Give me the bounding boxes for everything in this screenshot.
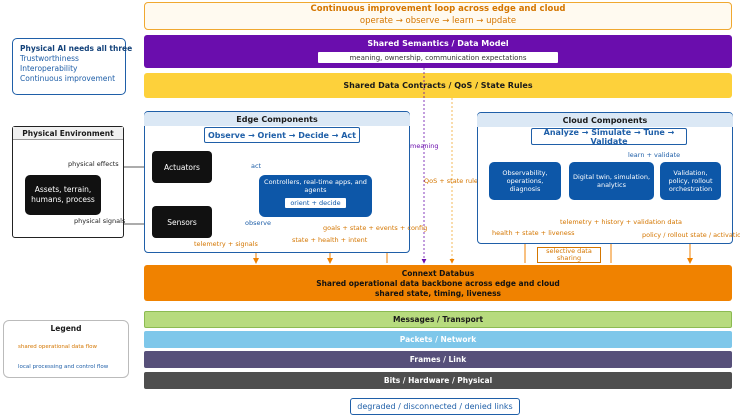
cloud-components-title: Cloud Components: [477, 113, 733, 127]
telemetry-history-label: telemetry + history + validation data: [560, 218, 682, 226]
physical-effects-label: physical effects: [68, 160, 119, 168]
meaning-label: meaning: [410, 142, 439, 150]
physical-ai-item: Interoperability: [20, 64, 78, 73]
physical-environment-title: Physical Environment: [13, 127, 123, 140]
contracts-band: Shared Data Contracts / QoS / State Rule…: [144, 73, 732, 98]
legend-blue-label: local processing and control flow: [18, 364, 109, 370]
sensors-node: Sensors: [152, 206, 212, 238]
qos-label: QoS + state rules: [424, 177, 482, 185]
databus-line2: Shared operational data backbone across …: [316, 279, 560, 288]
semantics-title: Shared Semantics / Data Model: [367, 39, 509, 48]
legend-title: Legend: [50, 324, 82, 333]
orient-decide-chip: orient + decide: [285, 198, 346, 208]
goals-state-label: goals + state + events + config: [323, 224, 428, 232]
physical-ai-title: Physical AI needs all three: [20, 44, 133, 53]
layer-frames: Frames / Link: [144, 351, 732, 368]
selective-sharing-label: selective data sharing: [537, 247, 601, 263]
layer-messages: Messages / Transport: [144, 311, 732, 328]
physical-signals-label: physical signals: [74, 217, 126, 225]
environment-node: Assets, terrain, humans, process: [25, 175, 101, 215]
degraded-links-box: degraded / disconnected / denied links: [350, 398, 520, 415]
physical-ai-box: Physical AI needs all three Trustworthin…: [12, 38, 133, 95]
legend-box: [3, 320, 129, 378]
cloud-loop: Analyze → Simulate → Tune → Validate: [531, 128, 687, 146]
physical-ai-item: Continuous improvement: [20, 74, 116, 83]
edge-components-title: Edge Components: [144, 112, 410, 126]
state-health-label: state + health + intent: [292, 236, 368, 244]
loop-title: Continuous improvement loop across edge …: [310, 4, 566, 14]
databus-line3: shared state, timing, liveness: [374, 289, 502, 298]
layer-bits: Bits / Hardware / Physical: [144, 372, 732, 389]
semantics-subtitle: meaning, ownership, communication expect…: [318, 52, 558, 63]
digital-twin-node: Digital twin, simulation, analytics: [569, 162, 654, 200]
learn-validate-label: learn + validate: [628, 151, 681, 159]
actuators-node: Actuators: [152, 151, 212, 183]
controllers-label: Controllers, real-time apps, and agents: [264, 178, 367, 194]
layer-packets: Packets / Network: [144, 331, 732, 348]
databus-title: Connext Databus: [401, 269, 475, 278]
physical-ai-item: Trustworthiness: [20, 54, 79, 63]
validation-node: Validation, policy, rollout orchestratio…: [660, 162, 721, 200]
controllers-node: [259, 175, 372, 217]
telemetry-signals-label: telemetry + signals: [194, 240, 258, 248]
legend-orange-label: shared operational data flow: [18, 344, 98, 350]
health-state-label: health + state + liveness: [492, 229, 575, 237]
ooda-loop: Observe → Orient → Decide → Act: [204, 127, 360, 143]
policy-rollout-label: policy / rollout state / activation: [642, 231, 740, 239]
act-label: act: [251, 162, 262, 170]
improvement-loop-box: [144, 2, 732, 30]
connext-databus: [144, 265, 732, 301]
loop-steps: operate → observe → learn → update: [359, 16, 517, 26]
observability-node: Observability, operations, diagnosis: [489, 162, 561, 200]
observe-label: observe: [245, 219, 272, 227]
